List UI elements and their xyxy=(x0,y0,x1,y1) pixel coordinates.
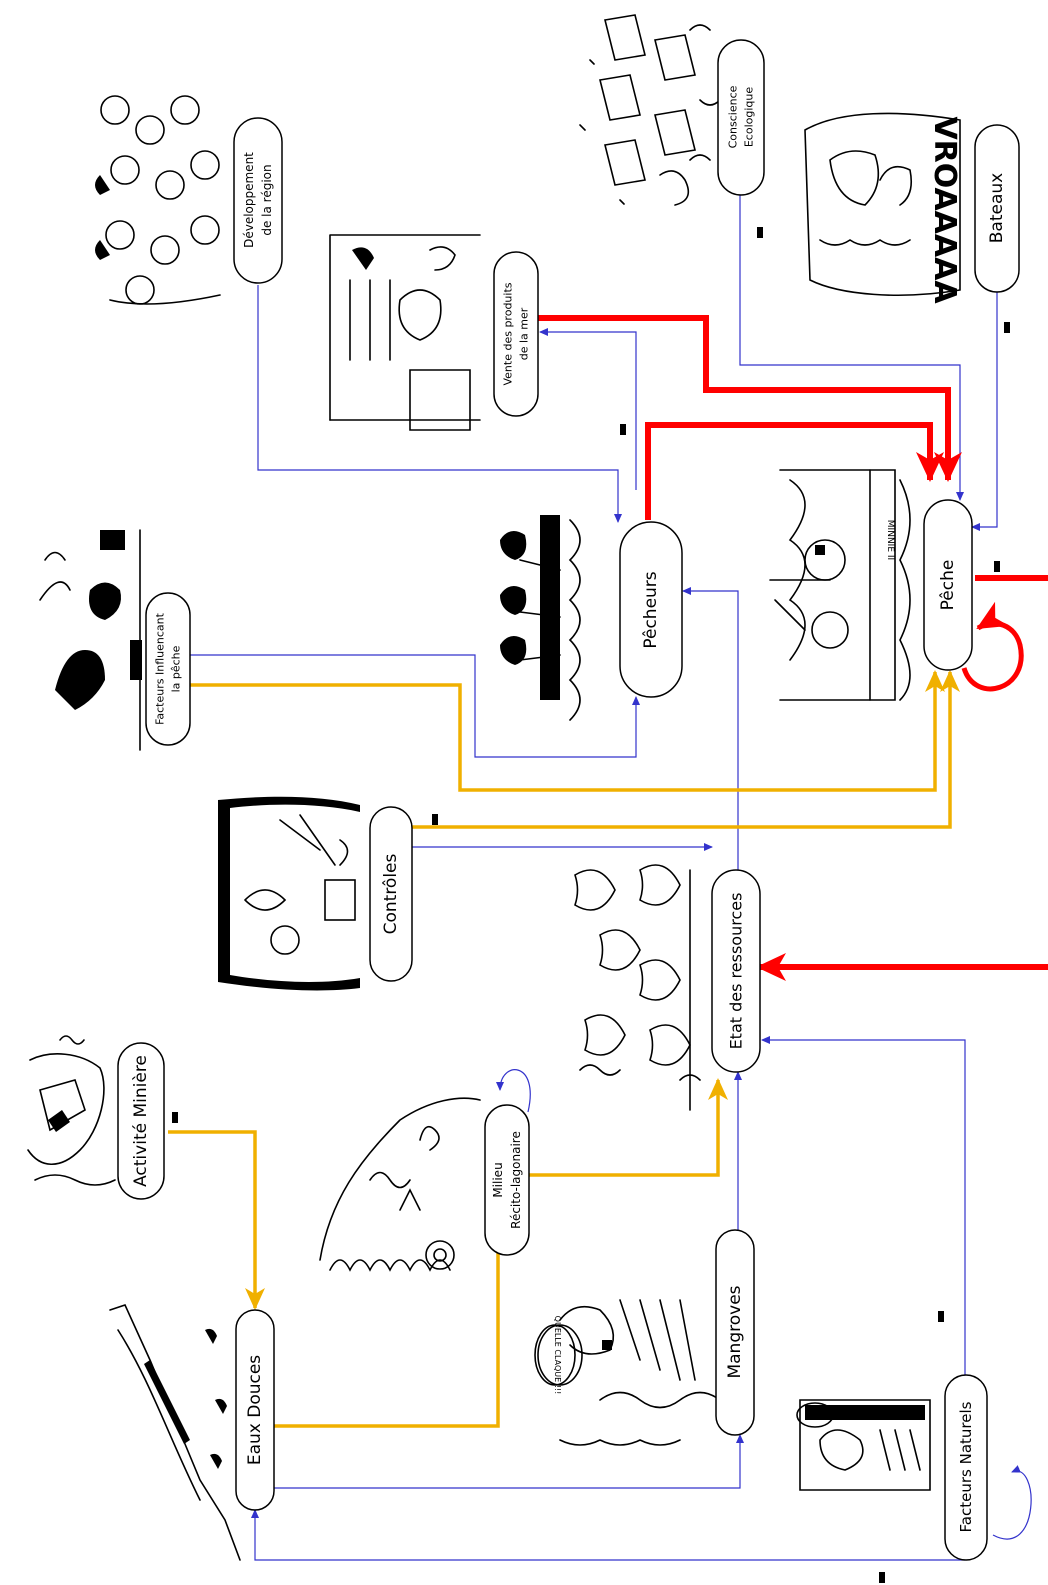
illustration-controls xyxy=(218,797,360,991)
blue-links xyxy=(190,195,1031,1560)
boat-sound-text: VROAAAAA xyxy=(927,116,962,304)
tick-bateaux xyxy=(1004,322,1010,333)
node-mangroves[interactable]: Mangroves xyxy=(716,1230,754,1435)
node-label-line1: Vente des produits xyxy=(502,282,515,385)
tick-peche xyxy=(994,561,1000,572)
node-label-line2: Ecologique xyxy=(743,87,756,148)
node-label: Activité Minière xyxy=(131,1055,151,1187)
tick-naturels-lower xyxy=(879,1572,885,1583)
tick-naturels-upper xyxy=(938,1311,944,1322)
illustration-boat: VROAAAAA xyxy=(805,113,962,304)
node-eaux-douces[interactable]: Eaux Douces xyxy=(236,1310,274,1510)
illustration-reef xyxy=(320,1098,480,1270)
illustration-fish xyxy=(575,865,700,1110)
orange-links xyxy=(168,672,950,1426)
link-bateaux-to-peche xyxy=(972,292,997,527)
node-label: Facteurs Naturels xyxy=(957,1401,975,1532)
node-milieu-recito-lagonaire[interactable]: Milieu Récito-lagonaire xyxy=(485,1105,529,1255)
node-label: Pêcheurs xyxy=(641,571,661,648)
link-milieu-to-etat xyxy=(525,1080,718,1175)
node-label: Pêche xyxy=(938,560,958,611)
illustration-mining xyxy=(28,1036,115,1185)
node-controles[interactable]: Contrôles xyxy=(370,807,412,981)
node-peche[interactable]: Pêche xyxy=(924,500,972,670)
tick-conscience xyxy=(757,227,763,238)
illustration-mangrove xyxy=(538,1300,720,1445)
illustration-freshwater xyxy=(110,1305,240,1560)
node-facteurs-naturels[interactable]: Facteurs Naturels xyxy=(945,1375,987,1560)
node-label-line2: de la région xyxy=(260,164,274,235)
link-facteurs-influencant-to-peche xyxy=(190,672,935,790)
illustration-market xyxy=(330,235,480,430)
polarity-markers xyxy=(172,227,1010,1583)
node-label-line2: la pêche xyxy=(170,645,183,692)
boat-name-text: MINNIE II xyxy=(885,520,895,560)
node-label: Mangroves xyxy=(725,1285,745,1378)
node-label: Etat des ressources xyxy=(727,893,746,1050)
node-activite-miniere[interactable]: Activité Minière xyxy=(118,1043,164,1199)
loop-facteurs-naturels xyxy=(993,1471,1031,1539)
link-pecheurs-to-peche xyxy=(648,425,930,520)
illustration-fishing-factors xyxy=(40,530,142,750)
link-controles-to-peche xyxy=(410,672,950,827)
node-vente-produits-mer[interactable]: Vente des produits de la mer xyxy=(494,252,538,416)
illustration-natural-factors xyxy=(797,1400,930,1490)
node-label: Bateaux xyxy=(987,173,1007,243)
node-label: Contrôles xyxy=(381,853,401,934)
node-label-line2: de la mer xyxy=(518,307,531,360)
node-etat-des-ressources[interactable]: Etat des ressources xyxy=(712,870,760,1072)
node-pecheurs[interactable]: Pêcheurs xyxy=(620,522,682,697)
node-conscience-ecologique[interactable]: Conscience Ecologique xyxy=(718,40,764,195)
illustration-cans xyxy=(580,15,720,205)
link-naturels-to-eaux xyxy=(255,1510,965,1560)
illustration-fishing-boat: MINNIE II xyxy=(770,470,910,700)
link-naturels-to-etat xyxy=(762,1040,965,1375)
node-bateaux[interactable]: Bateaux xyxy=(975,125,1019,292)
node-label: Eaux Douces xyxy=(245,1355,265,1465)
link-facteurs-influencant-to-pecheurs xyxy=(190,655,636,757)
link-pecheurs-to-vente xyxy=(540,332,636,490)
speech-bubble-text: QUELLE CLAQUE !!! xyxy=(553,1316,562,1395)
node-label-line1: Conscience xyxy=(727,85,740,148)
node-facteurs-influencant[interactable]: Facteurs Influencant la pêche xyxy=(146,593,190,745)
illustration-fishermen xyxy=(500,515,580,720)
node-label-line1: Facteurs Influencant xyxy=(154,612,167,725)
link-eaux-to-milieu xyxy=(274,1218,498,1426)
link-miniere-to-eaux xyxy=(168,1132,255,1308)
node-label-line1: Milieu xyxy=(491,1162,505,1197)
illustration-crowd xyxy=(95,96,220,304)
tick-controles xyxy=(432,814,438,825)
tick-pecheurs xyxy=(620,424,626,435)
tick-miniere xyxy=(172,1112,178,1123)
node-developpement-region[interactable]: Développement de la région xyxy=(234,118,282,283)
node-label-line2: Récito-lagonaire xyxy=(509,1131,523,1229)
link-vente-to-peche xyxy=(536,318,948,480)
node-label-line1: Développement xyxy=(242,152,256,248)
